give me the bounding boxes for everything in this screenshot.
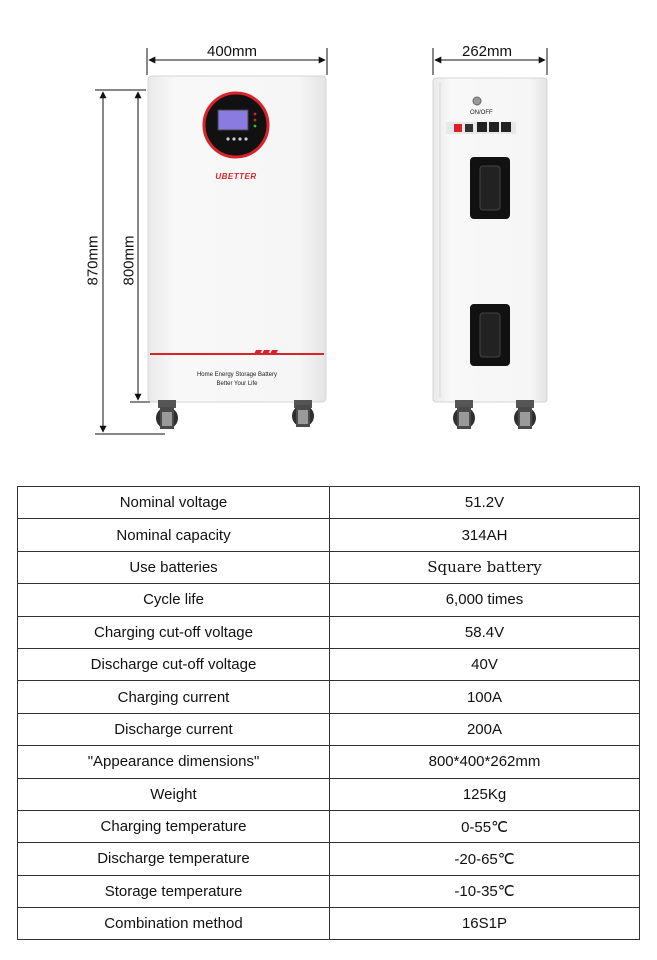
spec-label: Charging current: [17, 680, 330, 714]
front-total-height-label: 870mm: [84, 235, 102, 286]
spec-label: Discharge cut-off voltage: [17, 647, 330, 682]
spec-value: 800*400*262mm: [329, 745, 640, 779]
spec-value: -10-35℃: [329, 874, 640, 909]
front-left-wheel: [156, 400, 178, 429]
spec-value: 51.2V: [329, 485, 640, 520]
display-ring: [202, 91, 270, 159]
table-row: "Appearance dimensions"800*400*262mm: [17, 745, 640, 779]
front-total-height-dimension: [95, 89, 165, 435]
spec-label: Use batteries: [17, 550, 330, 585]
tagline-line-1: Home Energy Storage Battery: [196, 372, 278, 378]
spec-label: Nominal voltage: [17, 485, 330, 520]
side-cabinet: [432, 77, 548, 403]
spec-label: Charging temperature: [17, 809, 330, 844]
on-off-label: ON/OFF: [470, 110, 493, 116]
spec-label: Weight: [17, 777, 330, 811]
front-cabinet: [147, 75, 327, 403]
spec-value: Square battery: [329, 550, 640, 585]
spec-value: 6,000 times: [329, 583, 640, 617]
spec-value: 100A: [329, 680, 640, 714]
spec-value: 0-55℃: [329, 809, 640, 844]
side-right-wheel: [514, 400, 536, 429]
spec-label: Charging cut-off voltage: [17, 615, 330, 649]
spec-label: Discharge current: [17, 712, 330, 747]
front-right-wheel: [292, 400, 314, 427]
spec-value: 125Kg: [329, 777, 640, 811]
side-handle-bottom: [470, 304, 510, 366]
table-row: Discharge temperature-20-65℃: [17, 842, 640, 876]
spec-label: "Appearance dimensions": [17, 745, 330, 779]
table-row: Storage temperature-10-35℃: [17, 874, 640, 909]
spec-value: 16S1P: [329, 907, 640, 941]
side-depth-label: 262mm: [462, 43, 513, 60]
spec-value: 58.4V: [329, 615, 640, 649]
spec-value: 200A: [329, 712, 640, 747]
front-width-label: 400mm: [207, 43, 258, 60]
tagline-line-2: Better Your Life: [216, 381, 258, 387]
spec-label: Cycle life: [17, 583, 330, 617]
spec-value: -20-65℃: [329, 842, 640, 876]
spec-value: 40V: [329, 647, 640, 682]
front-body-height-dimension: [130, 91, 150, 403]
side-depth-dimension: [432, 48, 548, 75]
side-left-wheel: [453, 400, 475, 429]
spec-label: Nominal capacity: [17, 518, 330, 552]
spec-label: Storage temperature: [17, 874, 330, 909]
front-body-height-label: 800mm: [120, 235, 138, 286]
side-handle-top: [470, 157, 510, 219]
spec-label: Discharge temperature: [17, 842, 330, 876]
product-drawings: [95, 48, 548, 435]
spec-value: 314AH: [329, 518, 640, 552]
spec-label: Combination method: [17, 907, 330, 941]
brand-logo: UBETTER: [215, 172, 257, 181]
front-width-dimension: [146, 48, 328, 75]
